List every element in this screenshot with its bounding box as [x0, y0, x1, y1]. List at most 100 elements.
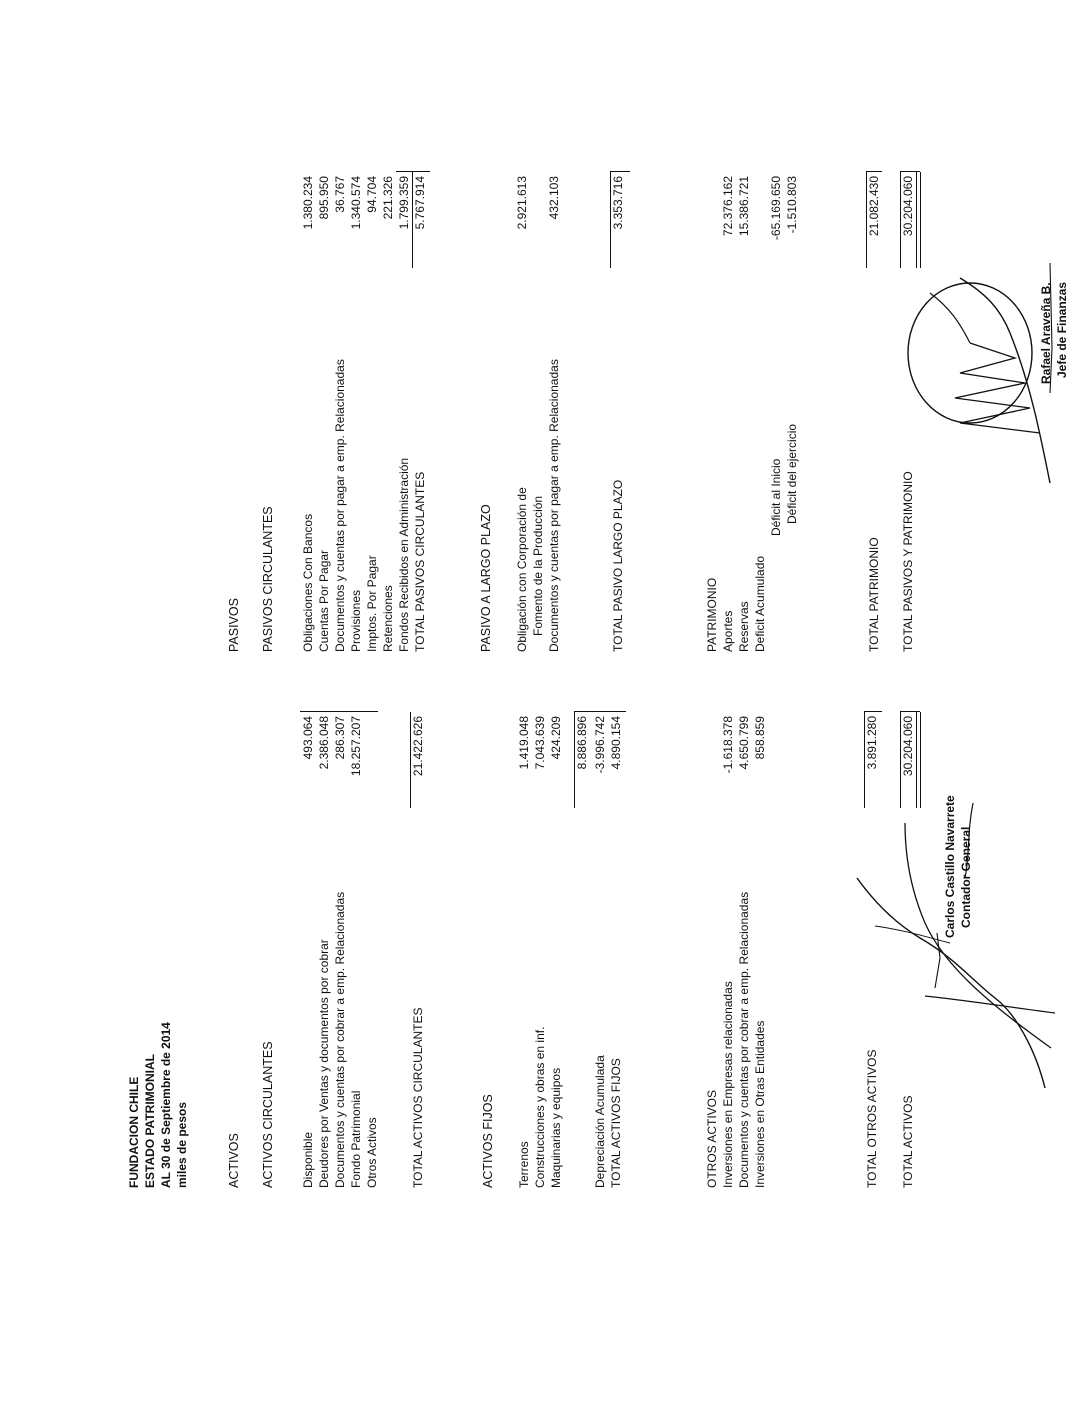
column-rule — [574, 711, 626, 712]
report-date: AL 30 de Septiembre de 2014 — [159, 1022, 173, 1188]
pasivo-circ-label: Imptos. Por Pagar — [365, 555, 379, 652]
pasivos-circulantes-values: 1.380.234 895.950 36.767 1.340.574 94.70… — [300, 176, 412, 268]
deficit-ejercicio-value: -1.510.803 — [785, 176, 799, 234]
pasivo-circ-label: Cuentas Por Pagar — [317, 549, 331, 652]
activos-circulantes-labels: Disponible Deudores por Ventas y documen… — [300, 892, 380, 1188]
activo-fijo-value: 424.209 — [549, 716, 563, 760]
total-pasivos-circulantes-label: TOTAL PASIVOS CIRCULANTES — [413, 471, 427, 652]
total-activos-circulantes-value: 21.422.626 — [411, 716, 425, 777]
activo-fijo-label: Maquinarias y equipos — [549, 1067, 563, 1188]
total-activos-label: TOTAL ACTIVOS — [901, 1095, 915, 1188]
depreciacion-label: Depreciación Acumulada — [593, 1055, 607, 1188]
activo-circ-value: 286.307 — [333, 716, 347, 760]
pasivo-circ-value: 221.326 — [381, 176, 395, 220]
pasivo-circ-value: 1.799.359 — [397, 176, 411, 230]
obligacion-corfo-label: Obligación con Corporación de — [515, 487, 529, 652]
obligacion-corfo-value: 2.921.613 — [515, 176, 529, 230]
patrimonio-heading: PATRIMONIO — [705, 577, 719, 652]
activo-circ-label: Fondo Patrimonial — [349, 1090, 363, 1188]
pasivo-circ-label: Documentos y cuentas por pagar a emp. Re… — [333, 359, 347, 652]
signatory-left-name: Carlos Castillo Navarrete — [943, 795, 957, 938]
pasivo-circ-value: 1.340.574 — [349, 176, 363, 230]
column-rule — [864, 711, 882, 712]
activos-fijos-subtotal-value: 8.886.896 — [575, 716, 589, 770]
pasivo-circ-value: 895.950 — [317, 176, 331, 220]
pasivo-circ-value: 36.767 — [333, 176, 347, 213]
signature-rafael-image — [900, 253, 1088, 493]
total-pasivos-patrimonio-label: TOTAL PASIVOS Y PATRIMONIO — [901, 471, 915, 652]
activo-circ-label: Otros Activos — [365, 1117, 379, 1188]
activos-fijos-values: 1.419.048 7.043.639 424.209 — [516, 716, 564, 808]
column-rule — [866, 171, 882, 172]
activo-fijo-label: Terrenos — [517, 1141, 531, 1188]
activo-circ-value — [364, 716, 380, 808]
docs-pagar-relacionadas-label: Documentos y cuentas por pagar a emp. Re… — [547, 359, 561, 652]
obligacion-corfo-label-cont: Fomento de la Producción — [531, 495, 545, 636]
column-rule — [300, 711, 378, 712]
total-patrimonio-label: TOTAL PATRIMONIO — [867, 537, 881, 652]
aportes-label: Aportes — [721, 610, 735, 652]
pasivo-largo-plazo-heading: PASIVO A LARGO PLAZO — [479, 504, 493, 652]
total-pasivo-largo-plazo-value: 3.353.716 — [611, 176, 625, 230]
reservas-value: 15.386.721 — [737, 176, 751, 237]
activo-fijo-label: Construcciones y obras en inf. — [533, 1026, 547, 1188]
signatory-left-role: Contador General — [959, 826, 973, 928]
otro-activo-value: 858.859 — [753, 716, 767, 760]
activos-heading: ACTIVOS — [227, 1133, 241, 1188]
column-rule — [900, 711, 920, 712]
deficit-ejercicio-label: Déficit del ejercicio — [785, 423, 799, 524]
total-activos-fijos-label: TOTAL ACTIVOS FIJOS — [609, 1058, 623, 1188]
signatory-right-role: Jefe de Finanzas — [1055, 281, 1069, 378]
activo-circ-label: Deudores por Ventas y documentos por cob… — [317, 939, 331, 1188]
column-rule — [396, 171, 430, 172]
activo-circ-label: Documentos y cuentas por cobrar a emp. R… — [333, 891, 347, 1188]
pasivos-circulantes-labels: Obligaciones Con Bancos Cuentas Por Paga… — [300, 359, 412, 652]
pasivo-circ-label: Fondos Recibidos en Administración — [397, 457, 411, 652]
aportes-value: 72.376.162 — [721, 176, 735, 237]
activo-circ-value: 493.064 — [301, 716, 315, 760]
activos-circulantes-heading: ACTIVOS CIRCULANTES — [261, 1041, 275, 1188]
docs-pagar-relacionadas-value: 432.103 — [547, 176, 561, 220]
org-name: FUNDACION CHILE — [127, 1076, 141, 1188]
report-units: miles de pesos — [175, 1101, 189, 1188]
pasivo-circ-label: Provisiones — [349, 589, 363, 652]
pasivos-circulantes-heading: PASIVOS CIRCULANTES — [261, 506, 275, 652]
otro-activo-value: -1.618.378 — [721, 716, 735, 774]
deficit-inicio-value: -65.169.650 — [769, 176, 783, 241]
total-patrimonio-value: 21.082.430 — [867, 176, 881, 237]
activos-circulantes-values: 493.064 2.386.048 286.307 18.257.207 — [300, 716, 380, 808]
otro-activo-label: Documentos y cuentas por cobrar a emp. R… — [737, 891, 751, 1188]
reservas-label: Reservas — [737, 601, 751, 652]
activos-fijos-labels: Terrenos Construcciones y obras en inf. … — [516, 1027, 564, 1188]
otro-activo-label: Inversiones en Otras Entidades — [753, 1020, 767, 1188]
activo-fijo-value: 1.419.048 — [517, 716, 531, 770]
otro-activo-value: 4.650.799 — [737, 716, 751, 770]
deficit-inicio-label: Déficit al Inicio — [769, 458, 783, 536]
otros-activos-labels: Inversiones en Empresas relacionadas Doc… — [720, 892, 768, 1188]
activo-circ-value: 18.257.207 — [349, 716, 363, 777]
signatory-right-name: Rafael Araveña B. — [1039, 282, 1053, 384]
otro-activo-label: Inversiones en Empresas relacionadas — [721, 981, 735, 1188]
pasivo-circ-value: 1.380.234 — [301, 176, 315, 230]
pasivos-heading: PASIVOS — [227, 598, 241, 652]
activo-circ-label: Disponible — [301, 1131, 315, 1188]
pasivo-circ-label: Obligaciones Con Bancos — [301, 513, 315, 652]
otros-activos-heading: OTROS ACTIVOS — [705, 1089, 719, 1188]
report-title: ESTADO PATRIMONIAL — [143, 1054, 157, 1188]
signature-carlos-image — [845, 788, 1075, 1108]
total-pasivo-largo-plazo-label: TOTAL PASIVO LARGO PLAZO — [611, 479, 625, 652]
activos-fijos-heading: ACTIVOS FIJOS — [481, 1094, 495, 1188]
activo-circ-value: 2.386.048 — [317, 716, 331, 770]
column-rule — [610, 171, 630, 172]
activo-fijo-value: 7.043.639 — [533, 716, 547, 770]
pasivo-circ-value: 94.704 — [365, 176, 379, 213]
total-activos-circulantes-label: TOTAL ACTIVOS CIRCULANTES — [411, 1007, 425, 1188]
deficit-acumulado-label: Deficit Acumulado — [753, 555, 767, 652]
column-rule — [900, 171, 920, 172]
total-pasivos-circulantes-value: 5.767.914 — [413, 176, 427, 230]
depreciacion-value: -3.996.742 — [593, 716, 607, 774]
pasivo-circ-label: Retenciones — [381, 585, 395, 652]
total-activos-fijos-value: 4.890.154 — [609, 716, 623, 770]
otros-activos-values: -1.618.378 4.650.799 858.859 — [720, 716, 768, 808]
